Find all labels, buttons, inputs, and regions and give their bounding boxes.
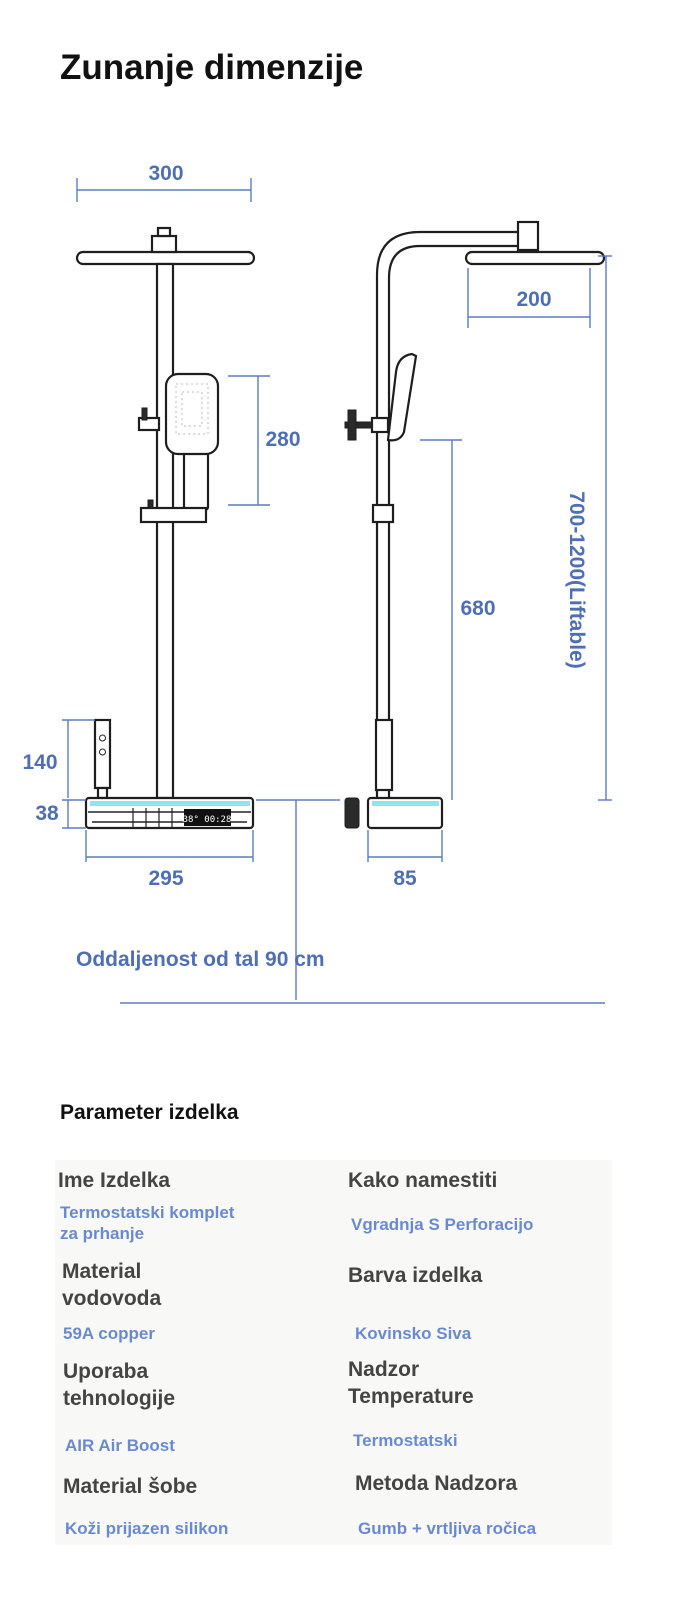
hand-shower-head — [164, 372, 220, 456]
handle-button-icon — [99, 748, 106, 756]
dim-overhead-depth: 200 — [467, 268, 591, 328]
param-label: Ime Izdelka — [58, 1169, 171, 1192]
dim-label-85: 85 — [393, 867, 417, 890]
param-label: Nadzor Temperature — [348, 1358, 474, 1408]
dim-console-height: 38 — [35, 799, 86, 829]
slide-holder — [139, 506, 208, 524]
param-label: Material vodovoda — [62, 1260, 162, 1310]
hand-shower-nozzles — [175, 383, 209, 435]
param-value: Koži prijazen silikon — [65, 1519, 229, 1538]
param-value: Vgradnja S Perforacijo — [351, 1215, 534, 1234]
param-label: Material šobe — [63, 1475, 198, 1498]
dimension-diagram: 300 280 — [22, 162, 612, 1004]
parameters-heading: Parameter izdelka — [60, 1101, 239, 1124]
page-title: Zunanje dimenzije — [60, 48, 364, 87]
param-value: Gumb + vrtljiva ročica — [358, 1519, 537, 1538]
display-readout: 38° 00:28 — [183, 815, 232, 825]
overhead-shower-side — [464, 250, 606, 266]
floor-distance: Oddaljenost od tal 90 cm — [76, 799, 605, 1004]
param-label: Barva izdelka — [348, 1264, 483, 1287]
dim-label-280: 280 — [265, 428, 300, 451]
dim-label-140: 140 — [22, 751, 57, 774]
dim-label-38: 38 — [35, 802, 59, 825]
dim-label-295: 295 — [148, 867, 183, 890]
dim-console-depth: 85 — [367, 830, 443, 890]
dim-console-width: 295 — [85, 830, 254, 890]
console-side — [344, 796, 444, 830]
valve-lever — [141, 407, 148, 421]
parameters-table: Ime Izdelka Termostatski komplet za prha… — [55, 1160, 612, 1545]
console-front: 38° 00:28 — [84, 796, 255, 830]
dim-lift-range: 700-1200(Liftable) — [565, 255, 612, 801]
small-handle-side — [374, 718, 394, 792]
valve-body-side — [370, 416, 390, 434]
param-value: 59A copper — [63, 1324, 155, 1343]
overhead-shower-front — [75, 250, 256, 266]
display-screen — [184, 809, 231, 826]
dim-label-680: 680 — [460, 597, 495, 620]
hand-shower-handle — [182, 446, 210, 512]
holder-knob — [147, 499, 154, 509]
light-strip — [90, 801, 250, 806]
console-buttons — [132, 808, 173, 828]
handle-base — [96, 786, 109, 800]
dim-label-300: 300 — [148, 162, 183, 185]
param-label: Uporaba tehnologije — [63, 1360, 175, 1410]
param-label: Kako namestiti — [348, 1169, 498, 1192]
valve-knob — [137, 416, 161, 432]
overhead-connector — [150, 234, 178, 254]
front-view: 300 280 — [22, 162, 300, 890]
dim-overhead-width: 300 — [76, 162, 252, 202]
handle-button-icon — [99, 734, 106, 742]
param-value: Termostatski komplet za prhanje — [60, 1203, 235, 1243]
param-value: Termostatski — [353, 1431, 458, 1450]
hand-shower-side — [386, 352, 418, 442]
floor-distance-label: Oddaljenost od tal 90 cm — [76, 948, 325, 971]
riser-pole — [155, 262, 175, 800]
valve-handle-side — [347, 409, 357, 441]
slide-holder-side — [371, 503, 395, 524]
param-value: AIR Air Boost — [65, 1436, 175, 1455]
light-strip-side — [372, 801, 439, 806]
arm-connector — [516, 220, 540, 252]
dim-holder-height: 680 — [420, 439, 496, 800]
dim-label-liftable: 700-1200(Liftable) — [565, 491, 588, 668]
valve-knob-side — [344, 421, 373, 429]
param-value: Kovinsko Siva — [355, 1324, 472, 1343]
param-label: Metoda Nadzora — [355, 1472, 518, 1495]
overhead-connector-cap — [156, 226, 172, 238]
dim-label-200: 200 — [516, 288, 551, 311]
side-view: 200 680 700-1200(Liftable) 85 — [344, 220, 612, 890]
dim-hand-shower: 280 — [228, 375, 301, 506]
dim-handle-height: 140 — [22, 719, 95, 798]
console-knob-side — [344, 797, 360, 829]
